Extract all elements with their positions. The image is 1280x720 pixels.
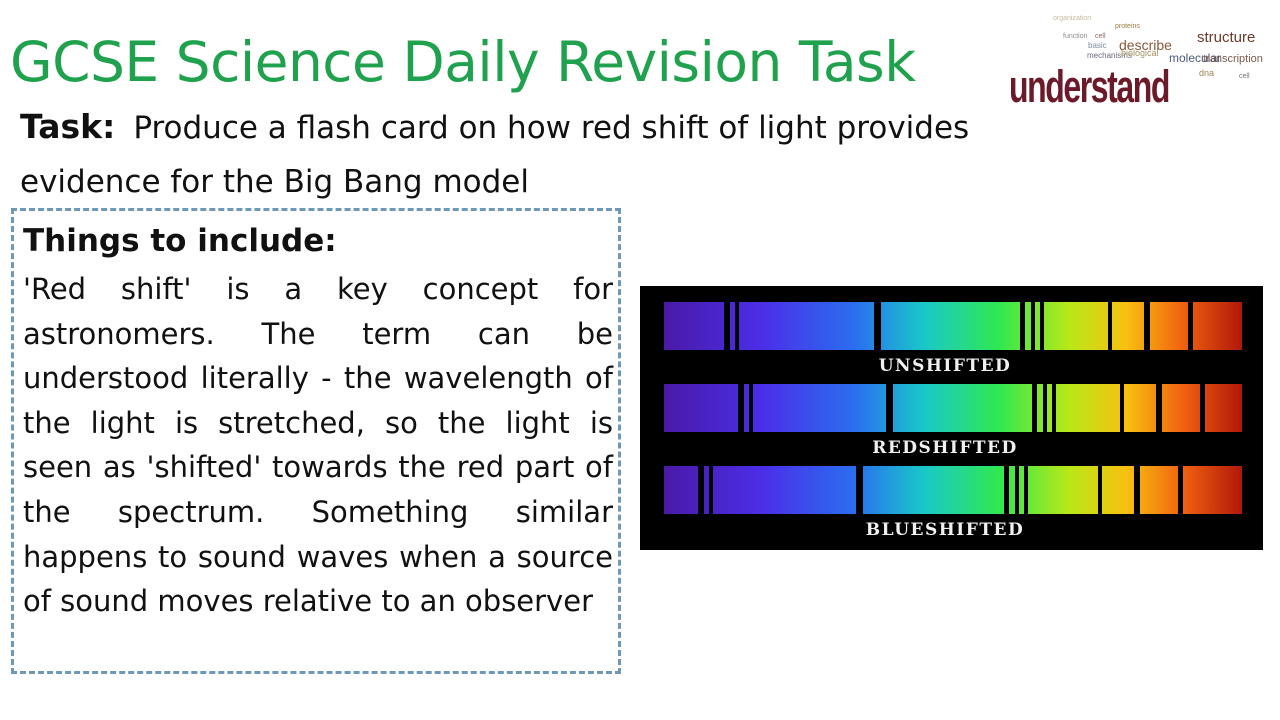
task-text: Produce a flash card on how red shift of… [20,110,970,200]
wordcloud-main-word: understand [1009,61,1169,112]
task-label: Task: [20,107,116,146]
wordcloud-word: transcription [1203,53,1263,65]
wordcloud-word: basic [1088,41,1107,50]
wordcloud-word: dna [1199,68,1214,78]
include-heading: Things to include: [23,223,337,259]
wordcloud-word: describe [1119,37,1172,53]
slide-title: GCSE Science Daily Revision Task [10,30,916,94]
spectra-image: UNSHIFTED REDSHIFTED BLUESHIFTED [640,286,1263,550]
spectrum-redshifted [664,384,1242,432]
wordcloud-word: proteins [1115,23,1140,30]
wordcloud-word: biological [1121,48,1159,58]
include-body-text: 'Red shift' is a key concept for astrono… [23,272,613,619]
label-blueshifted: BLUESHIFTED [866,520,1024,540]
task-statement: Task:Produce a flash card on how red shi… [20,100,1100,209]
spectrum-unshifted [664,302,1242,350]
wordcloud-word: cell [1095,33,1106,40]
spectrum-blueshifted [664,466,1242,514]
wordcloud-word: cell [1239,73,1250,80]
word-cloud-image: organization cell function proteins basi… [1003,0,1280,112]
wordcloud-word: mechanisms [1087,51,1132,60]
label-unshifted: UNSHIFTED [879,356,1012,376]
wordcloud-word: structure [1197,29,1255,46]
wordcloud-word: function [1063,33,1088,40]
things-to-include-box: Things to include: 'Red shift' is a key … [11,208,621,674]
wordcloud-word: molecular [1169,51,1221,65]
wordcloud-word: organization [1053,15,1091,22]
label-redshifted: REDSHIFTED [872,438,1018,458]
